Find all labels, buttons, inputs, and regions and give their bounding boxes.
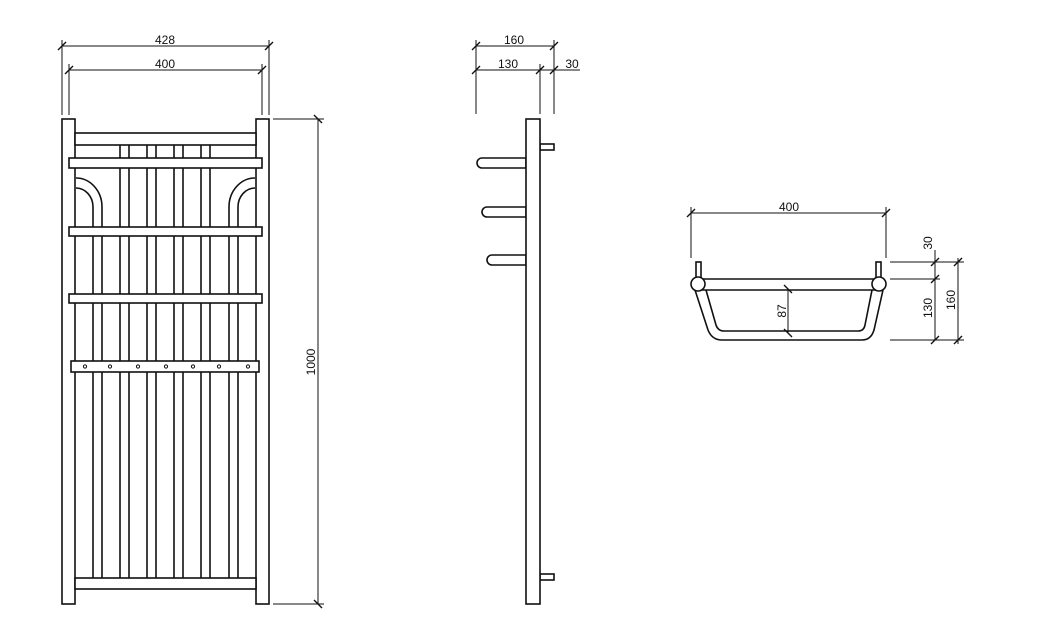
wall-pin-bottom (539, 573, 555, 581)
rail-2 (68, 226, 263, 237)
dim-hook-depth: 130 (498, 57, 518, 71)
dim-pin-height: 30 (921, 236, 935, 250)
joint-left (690, 276, 706, 292)
dim-pin-depth: 30 (565, 57, 579, 71)
dim-tray-depth: 87 (775, 304, 789, 318)
tray-rail (698, 278, 879, 291)
dim-tray-height: 130 (921, 298, 935, 318)
side-view: 160 130 30 (471, 33, 580, 605)
dim-height: 1000 (304, 348, 318, 375)
rail-3 (68, 293, 263, 304)
wall-pin-top (539, 143, 555, 151)
dim-width: 400 (779, 200, 799, 214)
bottom-bar (74, 577, 257, 590)
hook-1 (476, 157, 527, 169)
joint-right (871, 276, 887, 292)
dim-overall-width: 428 (155, 33, 175, 47)
top-bar (74, 132, 257, 146)
dim-total-height: 160 (944, 290, 958, 310)
tray-inner (705, 289, 873, 332)
top-view: 400 87 30 130 160 (686, 200, 964, 345)
dimension-ticks (686, 208, 963, 345)
tray-outer (694, 289, 884, 341)
hook-3 (486, 254, 527, 266)
hook-rail (70, 360, 260, 373)
dim-total-depth: 160 (504, 33, 524, 47)
hook-2 (481, 206, 527, 218)
dimension-ticks (57, 41, 323, 609)
side-post (525, 118, 541, 605)
front-dimensions (61, 40, 324, 605)
rail-1 (68, 157, 263, 169)
rail-holes (82, 364, 251, 369)
side-dimensions (475, 40, 580, 114)
front-view: 428 400 1000 (57, 33, 324, 609)
top-dimensions (690, 207, 964, 344)
dimension-ticks (471, 41, 559, 75)
dim-inner-width: 400 (155, 57, 175, 71)
